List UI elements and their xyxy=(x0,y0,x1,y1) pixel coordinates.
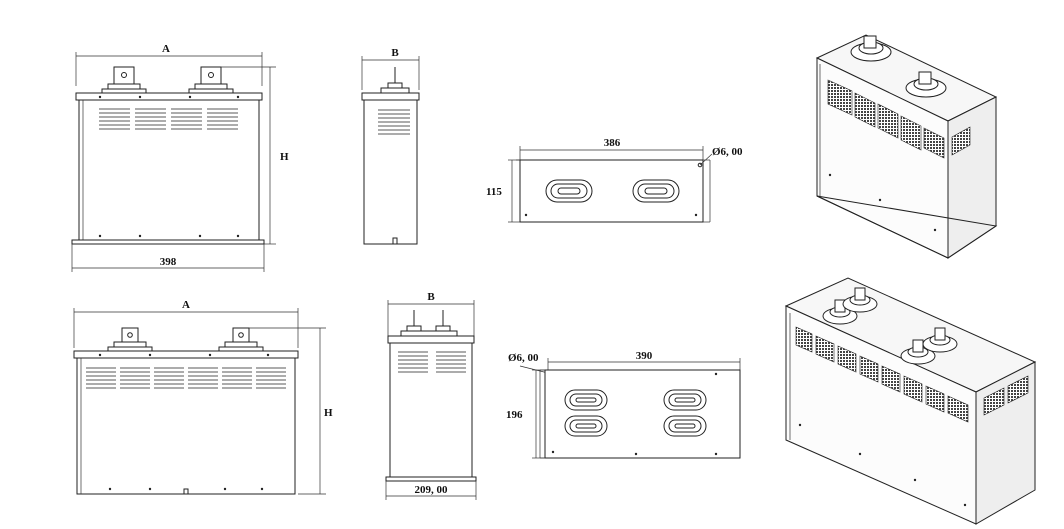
vent-grill-bottom xyxy=(86,367,286,389)
plan-top-length-label: 386 xyxy=(604,137,621,149)
front-bottom-height-label: H xyxy=(324,407,333,419)
vent-grill xyxy=(99,108,238,130)
plan-view-top: 386 115 Ø6, 00 xyxy=(486,137,743,223)
plan-view-bottom: 390 Ø6, 00 196 xyxy=(506,350,741,459)
plan-top-width-label: 115 xyxy=(486,186,502,198)
front-top-base-label: 398 xyxy=(160,256,177,268)
plan-bottom-width-label: 196 xyxy=(506,409,523,421)
front-top-width-label: A xyxy=(162,43,170,55)
front-view-top: A H 398 xyxy=(71,43,289,272)
side-view-top: B xyxy=(361,47,420,245)
front-view-bottom: A H xyxy=(73,299,333,495)
isometric-view-bottom xyxy=(784,277,1037,525)
front-top-height-label: H xyxy=(280,151,289,163)
side-vent-grill-bottom xyxy=(398,351,466,373)
side-vent-grill xyxy=(378,109,410,135)
side-bottom-depth-label: B xyxy=(427,291,435,303)
isometric-view-top xyxy=(815,34,998,259)
side-top-depth-label: B xyxy=(391,47,399,59)
plan-bottom-hole-label: Ø6, 00 xyxy=(508,352,539,364)
plan-top-hole-label: Ø6, 00 xyxy=(712,146,743,158)
front-bottom-width-label: A xyxy=(182,299,190,311)
side-view-bottom: B 209, 00 xyxy=(385,291,477,500)
side-bottom-base-label: 209, 00 xyxy=(415,484,449,496)
plan-bottom-length-label: 390 xyxy=(636,350,653,362)
